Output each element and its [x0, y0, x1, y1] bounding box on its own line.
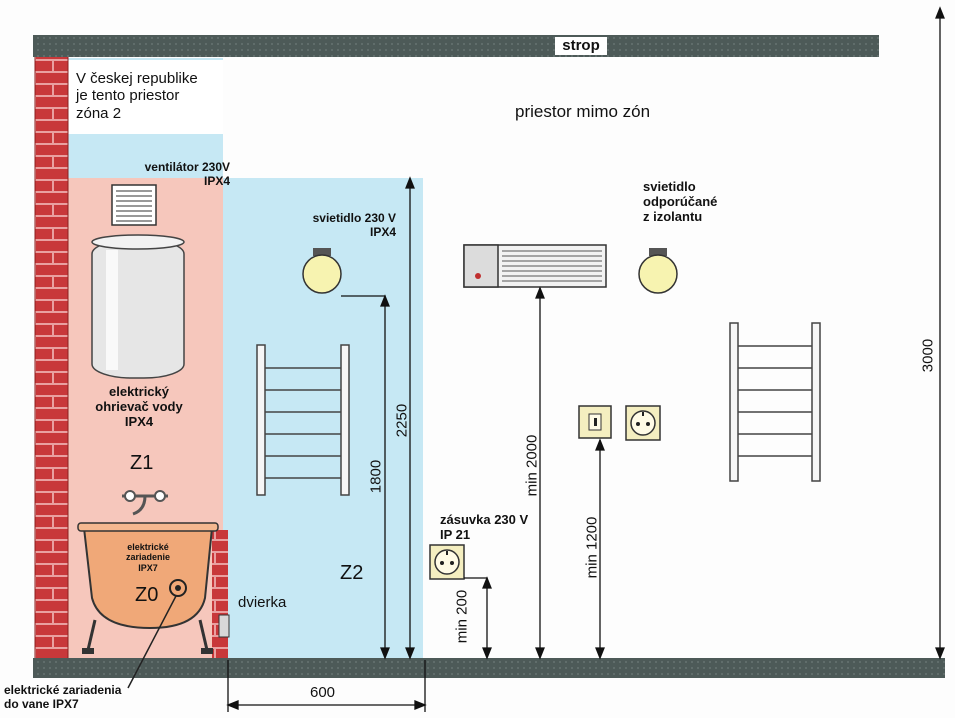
dim-label-1800: 1800: [367, 459, 385, 494]
czech-note-box: [68, 60, 223, 134]
wall-heater-icon: [463, 244, 607, 288]
bathtub-icon: [77, 522, 219, 689]
dim-label-min2000: min 2000: [523, 434, 541, 497]
dim-label-3000: 3000: [919, 338, 937, 373]
door-label: dvierka: [238, 594, 287, 611]
tub-device-note: elektrické zariadenia do vane IPX7: [4, 683, 122, 711]
brick-wall-lower: [212, 530, 228, 660]
czech-zone-note: V českej republike je tento priestor zón…: [76, 70, 198, 122]
outside-zones-label: priestor mimo zón: [515, 102, 651, 121]
door-icon: [218, 614, 230, 638]
dim-label-min200: min 200: [453, 589, 471, 644]
zone2-label: Z2: [340, 562, 364, 584]
fan-label: ventilátor 230V IPX4: [144, 160, 230, 188]
water-heater-icon: [91, 234, 185, 379]
socket-left-icon: [429, 544, 465, 580]
towel-radiator-left: [256, 344, 350, 496]
light-switch-icon: [578, 405, 612, 439]
ventilator-icon: [111, 184, 157, 226]
dim-label-min1200: min 1200: [583, 516, 601, 579]
light-left-label: svietidlo 230 V IPX4: [312, 211, 396, 239]
socket-right-icon: [625, 405, 661, 441]
light-right-label: svietidlo odporúčané z izolantu: [643, 179, 718, 224]
towel-radiator-right: [729, 322, 821, 482]
floor-slab: [33, 658, 945, 678]
zone1-label: Z1: [130, 452, 154, 474]
ceiling-label: strop: [562, 37, 600, 54]
light-left-icon: [302, 248, 342, 294]
dim-label-600: 600: [310, 684, 336, 701]
dim-label-2250: 2250: [393, 403, 411, 438]
faucet-icon: [122, 490, 168, 516]
socket-label: zásuvka 230 V IP 21: [440, 512, 529, 542]
heater-label: elektrický ohrievač vody IPX4: [95, 384, 183, 429]
zone0-label: Z0: [135, 584, 159, 606]
light-right-icon: [638, 248, 678, 294]
brick-wall: [34, 54, 69, 663]
ceiling-label-box: [555, 37, 607, 55]
ceiling-slab: [33, 35, 879, 57]
tub-device-label: elektrické zariadenie IPX7: [125, 542, 171, 573]
